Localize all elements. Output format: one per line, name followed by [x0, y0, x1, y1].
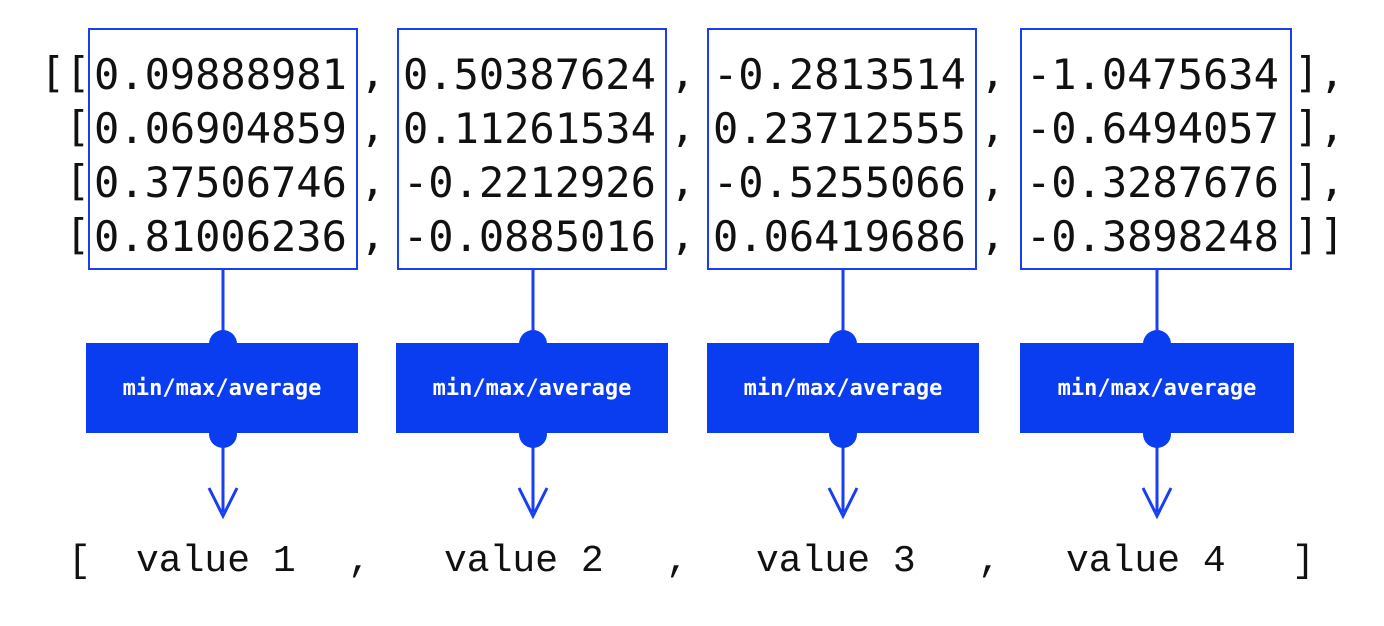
column-box-1: 0.09888981 0.06904859 0.37506746 0.81006…: [88, 28, 358, 270]
arrow-head-2: [517, 487, 549, 520]
matrix-cell: 0.06904859: [94, 104, 347, 153]
column-box-2: 0.50387624 0.11261534 -0.2212926 -0.0885…: [397, 28, 667, 270]
separator-comma: ,: [980, 102, 1006, 151]
row-open-bracket-4: [: [65, 210, 91, 259]
operation-box-4: min/max/average: [1020, 343, 1294, 433]
connector-dot-top-4: [1143, 330, 1171, 358]
result-value-3: value 3: [756, 540, 916, 583]
column-box-3: -0.2813514 0.23712555 -0.5255066 0.06419…: [707, 28, 977, 270]
matrix-cell: -0.3898248: [1026, 212, 1279, 261]
arrow-head-1: [207, 487, 239, 520]
arrow-head-3: [827, 487, 859, 520]
row-open-bracket-3: [: [65, 156, 91, 205]
matrix-cell: -1.0475634: [1026, 50, 1279, 99]
matrix-cell: 0.37506746: [94, 158, 347, 207]
column-box-4: -1.0475634 -0.6494057 -0.3287676 -0.3898…: [1020, 28, 1292, 270]
matrix-cell: 0.23712555: [713, 104, 966, 153]
row-close-bracket-1: ],: [1294, 48, 1345, 97]
matrix-cell: 0.50387624: [403, 50, 656, 99]
separator-comma: ,: [360, 48, 386, 97]
connector-dot-bottom-3: [829, 420, 857, 448]
connector-dot-bottom-2: [519, 420, 547, 448]
matrix-cell: 0.09888981: [94, 50, 347, 99]
connector-dot-bottom-4: [1143, 420, 1171, 448]
row-close-bracket-4: ]]: [1294, 210, 1345, 259]
matrix-cell: -0.3287676: [1026, 158, 1279, 207]
matrix-cell: -0.2212926: [403, 158, 656, 207]
matrix-cell: -0.5255066: [713, 158, 966, 207]
result-value-2: value 2: [444, 540, 604, 583]
connector-dot-top-1: [209, 330, 237, 358]
operation-box-3: min/max/average: [707, 343, 979, 433]
operation-label: min/max/average: [122, 375, 322, 401]
result-value-4: value 4: [1066, 540, 1226, 583]
separator-comma: ,: [360, 156, 386, 205]
matrix-cell: 0.81006236: [94, 212, 347, 261]
operation-box-2: min/max/average: [396, 343, 668, 433]
separator-comma: ,: [980, 210, 1006, 259]
separator-comma: ,: [980, 48, 1006, 97]
matrix-cell: -0.2813514: [713, 50, 966, 99]
row-open-bracket-2: [: [65, 102, 91, 151]
matrix-cell: 0.11261534: [403, 104, 656, 153]
row-close-bracket-3: ],: [1294, 156, 1345, 205]
result-value-1: value 1: [136, 540, 296, 583]
operation-label: min/max/average: [1057, 375, 1257, 401]
matrix-cell: -0.6494057: [1026, 104, 1279, 153]
result-separator: ,: [978, 540, 1001, 583]
separator-comma: ,: [670, 210, 696, 259]
result-separator: ,: [666, 540, 689, 583]
operation-label: min/max/average: [432, 375, 632, 401]
separator-comma: ,: [360, 210, 386, 259]
connector-dot-top-2: [519, 330, 547, 358]
result-close-bracket: ]: [1292, 540, 1315, 583]
operation-box-1: min/max/average: [86, 343, 358, 433]
result-open-bracket: [: [68, 540, 91, 583]
separator-comma: ,: [670, 102, 696, 151]
separator-comma: ,: [980, 156, 1006, 205]
matrix-cell: 0.06419686: [713, 212, 966, 261]
arrow-head-4: [1141, 487, 1173, 520]
separator-comma: ,: [360, 102, 386, 151]
row-open-bracket-1: [[: [40, 48, 91, 97]
connector-dot-bottom-1: [209, 420, 237, 448]
operation-label: min/max/average: [743, 375, 943, 401]
result-separator: ,: [348, 540, 371, 583]
matrix-cell: -0.0885016: [403, 212, 656, 261]
row-close-bracket-2: ],: [1294, 102, 1345, 151]
separator-comma: ,: [670, 48, 696, 97]
connector-dot-top-3: [829, 330, 857, 358]
separator-comma: ,: [670, 156, 696, 205]
